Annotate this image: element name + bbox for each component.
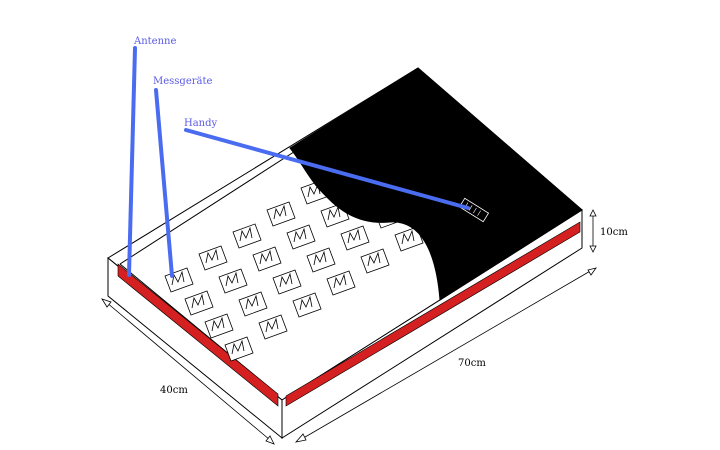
meter-symbol-icon <box>211 316 225 332</box>
meter-symbol-icon <box>273 204 287 220</box>
meter-symbol-icon <box>367 251 381 267</box>
meter-device <box>340 225 370 251</box>
antenna-pointer <box>127 46 137 277</box>
width-label: 40cm <box>160 385 188 396</box>
height-arrow <box>589 209 597 253</box>
meter-device <box>252 246 282 272</box>
meter-device <box>184 290 214 316</box>
meter-symbol-icon <box>239 226 253 242</box>
meter-symbol-icon <box>171 270 185 286</box>
meter-device <box>292 292 322 318</box>
inner-wall-back <box>119 147 301 265</box>
stripe-left <box>117 263 279 407</box>
meter-device <box>272 269 302 295</box>
meters-pointer <box>154 88 174 278</box>
dimension-arrows <box>101 209 597 445</box>
meter-symbol-icon <box>259 249 273 265</box>
meter-device <box>326 270 356 296</box>
meter-device <box>286 224 316 250</box>
meter-device <box>218 268 248 294</box>
meter-symbol-icon <box>299 295 313 311</box>
meter-symbol-icon <box>347 228 361 244</box>
meter-symbol-icon <box>401 229 415 245</box>
pointers <box>127 46 470 278</box>
meter-symbol-icon <box>293 227 307 243</box>
length-label: 70cm <box>458 358 486 369</box>
meter-symbol-icon <box>327 205 341 221</box>
meter-device <box>258 314 288 340</box>
meter-device <box>238 291 268 317</box>
phone-pointer <box>184 128 470 210</box>
black-cover <box>289 67 583 301</box>
red-stripes <box>117 221 581 407</box>
meter-symbol-icon <box>205 248 219 264</box>
meter-symbol-icon <box>191 293 205 309</box>
meter-symbol-icon <box>279 272 293 288</box>
meters-label: Messgeräte <box>153 76 213 87</box>
stripe-front <box>285 221 581 407</box>
meter-device <box>204 313 234 339</box>
meter-device <box>360 248 390 274</box>
meter-symbol-icon <box>265 317 279 333</box>
meter-device <box>198 245 228 271</box>
length-arrow <box>294 267 597 443</box>
meter-symbol-icon <box>245 294 259 310</box>
meter-symbol-icon <box>231 339 245 355</box>
meter-symbol-icon <box>313 250 327 266</box>
meter-device <box>394 226 424 252</box>
phone-icon <box>458 197 490 223</box>
height-label: 10cm <box>600 227 628 238</box>
antenna-label: Antenne <box>133 36 176 47</box>
meter-symbol-icon <box>225 271 239 287</box>
meter-symbol-icon <box>333 273 347 289</box>
meter-device <box>224 336 254 362</box>
meter-device <box>306 247 336 273</box>
width-arrow <box>101 298 275 445</box>
meter-device <box>266 201 296 227</box>
phone-label: Handy <box>184 118 218 129</box>
meter-device <box>232 223 262 249</box>
